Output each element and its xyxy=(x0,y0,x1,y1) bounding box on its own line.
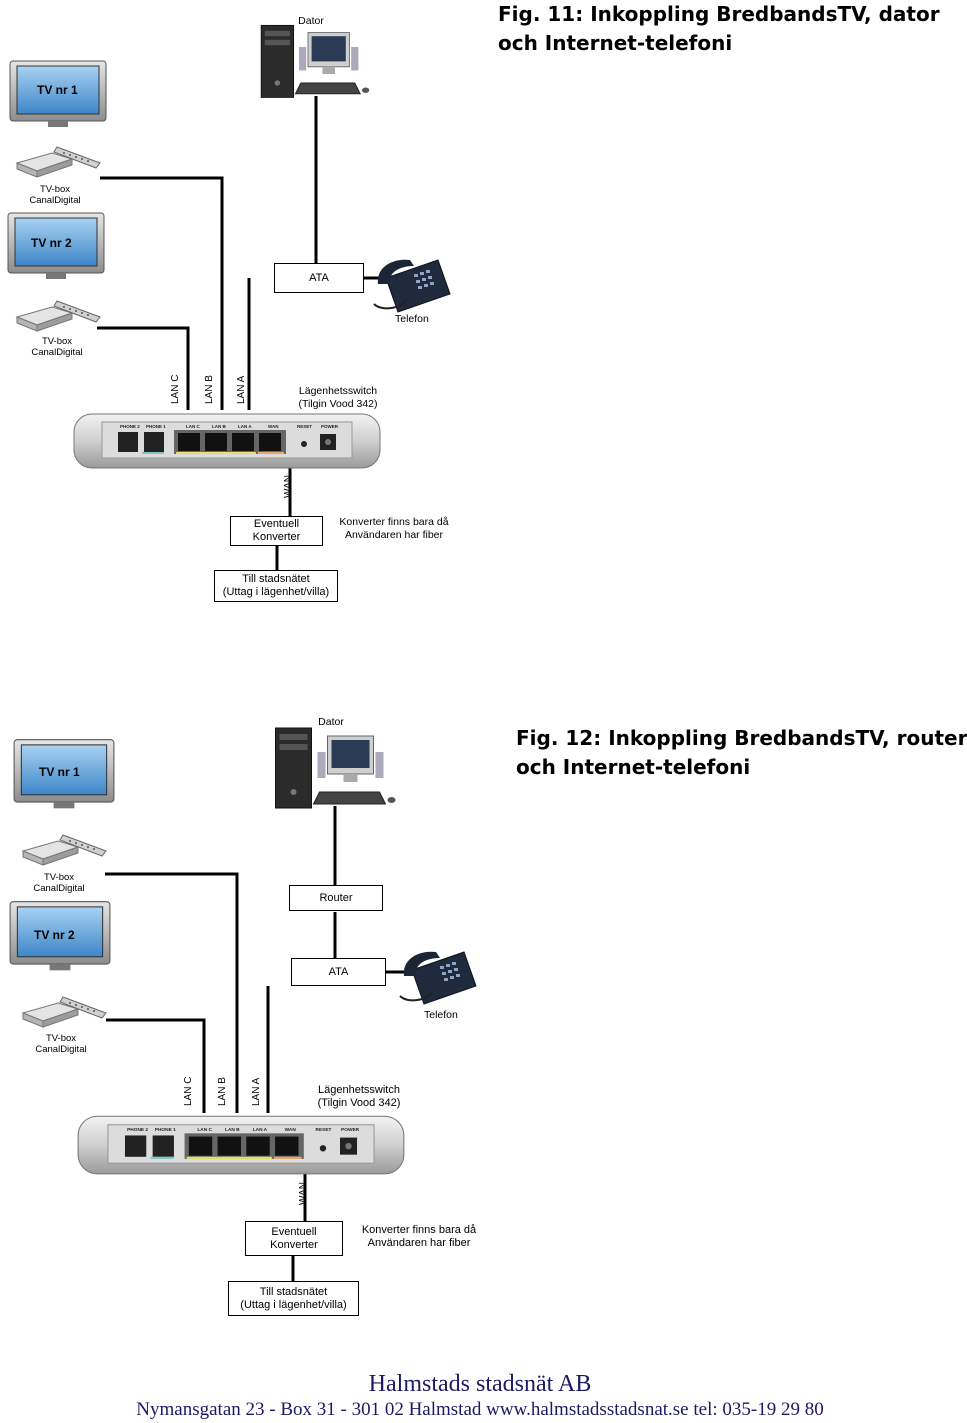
fig12-dator-label: Dator xyxy=(318,716,344,728)
port-label-lanc: LAN C xyxy=(186,424,200,429)
tvbox-icon xyxy=(12,294,102,336)
fig11-city-line1: Till stadsnätet xyxy=(242,573,310,585)
port-label-phone2: PHONE 2 xyxy=(127,1127,148,1133)
fig12-converter-line2: Konverter xyxy=(270,1238,318,1251)
port-label-lanb: LAN B xyxy=(212,424,226,429)
fig11-lan-a: LAN A xyxy=(236,375,247,404)
fig12-switch-line2: (Tilgin Vood 342) xyxy=(317,1097,401,1109)
fig11-city-line2: (Uttag i lägenhet/villa) xyxy=(222,586,330,598)
fig12-tvbox1-line2: CanalDigital xyxy=(33,883,85,894)
fig12-lan-c: LAN C xyxy=(183,1076,194,1106)
fig11-converter-note-line2: Användaren har fiber xyxy=(344,529,444,541)
fig12-converter-note-line2: Användaren har fiber xyxy=(367,1237,471,1249)
switch-device-icon: PHONE 2 PHONE 1 LAN C LAN B LAN A WAN RE… xyxy=(72,410,382,470)
fig12-wan-label: WAN xyxy=(298,1182,309,1205)
fig11-tv1-label: TV nr 1 xyxy=(37,83,78,97)
fig11-telefon-label: Telefon xyxy=(395,313,429,325)
fig11-wan-label: WAN xyxy=(283,475,294,498)
port-label-power: POWER xyxy=(321,424,339,429)
fig12-converter-note-line1: Konverter finns bara då xyxy=(361,1224,477,1236)
fig12-title-line2: och Internet-telefoni xyxy=(516,755,751,779)
fig11-city-box: Till stadsnätet (Uttag i lägenhet/villa) xyxy=(214,570,338,602)
fig11-converter-box: Eventuell Konverter xyxy=(230,516,323,546)
fig12-tvbox1-label: TV-box CanalDigital xyxy=(24,872,94,894)
computer-icon xyxy=(265,722,400,822)
fig11-dator-label: Dator xyxy=(298,15,324,27)
fig12-cables xyxy=(105,806,412,1282)
fig12-tv1-label: TV nr 1 xyxy=(39,765,80,779)
tvbox-icon xyxy=(18,828,108,870)
computer-icon xyxy=(250,20,375,110)
fig11-converter-line2: Konverter xyxy=(252,531,301,543)
fig11-lan-c: LAN C xyxy=(170,374,181,404)
fig11-tvbox2-line2: CanalDigital xyxy=(31,347,83,358)
fig11-tvbox2-line1: TV-box xyxy=(41,336,73,347)
footer-company: Halmstads stadsnät AB xyxy=(368,1371,592,1397)
fig11-tvbox1-line2: CanalDigital xyxy=(29,195,81,206)
fig12-tvbox2-line1: TV-box xyxy=(45,1033,77,1044)
tvbox-icon xyxy=(18,990,108,1032)
fig12-ata-box: ATA xyxy=(291,958,386,986)
port-label-power: POWER xyxy=(341,1127,360,1133)
fig12-telefon-label: Telefon xyxy=(424,1009,458,1021)
fig12-tvbox2-line2: CanalDigital xyxy=(35,1044,87,1055)
fig12-switch-label: Lägenhetsswitch (Tilgin Vood 342) xyxy=(314,1084,404,1110)
tvbox-icon xyxy=(12,140,102,182)
fig12-city-line2: (Uttag i lägenhet/villa) xyxy=(240,1298,347,1311)
footer-address: Nymansgatan 23 - Box 31 - 301 02 Halmsta… xyxy=(136,1399,824,1420)
fig11-switch-line1: Lägenhetsswitch xyxy=(298,385,378,397)
fig11-title-line2: och Internet-telefoni xyxy=(498,31,733,55)
fig11-converter-line1: Eventuell xyxy=(253,518,300,530)
telephone-icon xyxy=(398,946,478,1006)
port-label-lana: LAN A xyxy=(238,424,252,429)
fig12-city-line1: Till stadsnätet xyxy=(259,1285,328,1298)
fig11-ata-box: ATA xyxy=(274,263,364,293)
fig11-converter-note-line1: Konverter finns bara då xyxy=(339,516,449,528)
fig12-title-line1: Fig. 12: Inkoppling BredbandsTV, router xyxy=(516,726,967,750)
fig12-router-box: Router xyxy=(289,885,383,911)
port-label-wan: WAN xyxy=(268,424,279,429)
fig11-switch-label: Lägenhetsswitch (Tilgin Vood 342) xyxy=(294,385,382,411)
fig11-tvbox1-line1: TV-box xyxy=(39,184,71,195)
fig11-converter-note: Konverter finns bara då Användaren har f… xyxy=(334,516,454,542)
fig11-tv2-label: TV nr 2 xyxy=(31,236,72,250)
port-label-reset: RESET xyxy=(297,424,312,429)
port-label-lana: LAN A xyxy=(253,1127,268,1133)
port-label-phone1: PHONE 1 xyxy=(155,1127,176,1133)
fig12-converter-box: Eventuell Konverter xyxy=(245,1221,343,1256)
fig11-tvbox2-label: TV-box CanalDigital xyxy=(22,336,92,358)
switch-device-icon: PHONE 2 PHONE 1 LAN C LAN B LAN A WAN RE… xyxy=(76,1112,406,1176)
fig12-tvbox2-label: TV-box CanalDigital xyxy=(26,1033,96,1055)
fig12-tv2-label: TV nr 2 xyxy=(34,928,75,942)
fig12-converter-line1: Eventuell xyxy=(271,1225,317,1238)
fig12-lan-a: LAN A xyxy=(251,1077,262,1106)
fig11-lan-b: LAN B xyxy=(204,375,215,404)
fig12-lan-b: LAN B xyxy=(217,1077,228,1106)
fig12-tvbox1-line1: TV-box xyxy=(43,872,75,883)
telephone-icon xyxy=(372,254,452,314)
port-label-lanb: LAN B xyxy=(225,1127,240,1133)
fig12-converter-note: Konverter finns bara då Användaren har f… xyxy=(354,1224,484,1250)
port-label-reset: RESET xyxy=(316,1127,332,1133)
fig11-switch-line2: (Tilgin Vood 342) xyxy=(298,398,378,410)
fig11-tvbox1-label: TV-box CanalDigital xyxy=(20,184,90,206)
fig11-title-line1: Fig. 11: Inkoppling BredbandsTV, dator xyxy=(498,2,940,26)
port-label-lanc: LAN C xyxy=(197,1127,212,1133)
fig12-switch-line1: Lägenhetsswitch xyxy=(318,1084,400,1096)
port-label-phone1: PHONE 1 xyxy=(146,424,166,429)
port-label-wan: WAN xyxy=(285,1127,297,1133)
fig12-city-box: Till stadsnätet (Uttag i lägenhet/villa) xyxy=(228,1281,359,1316)
port-label-phone2: PHONE 2 xyxy=(120,424,140,429)
fig11-cables xyxy=(97,96,385,572)
